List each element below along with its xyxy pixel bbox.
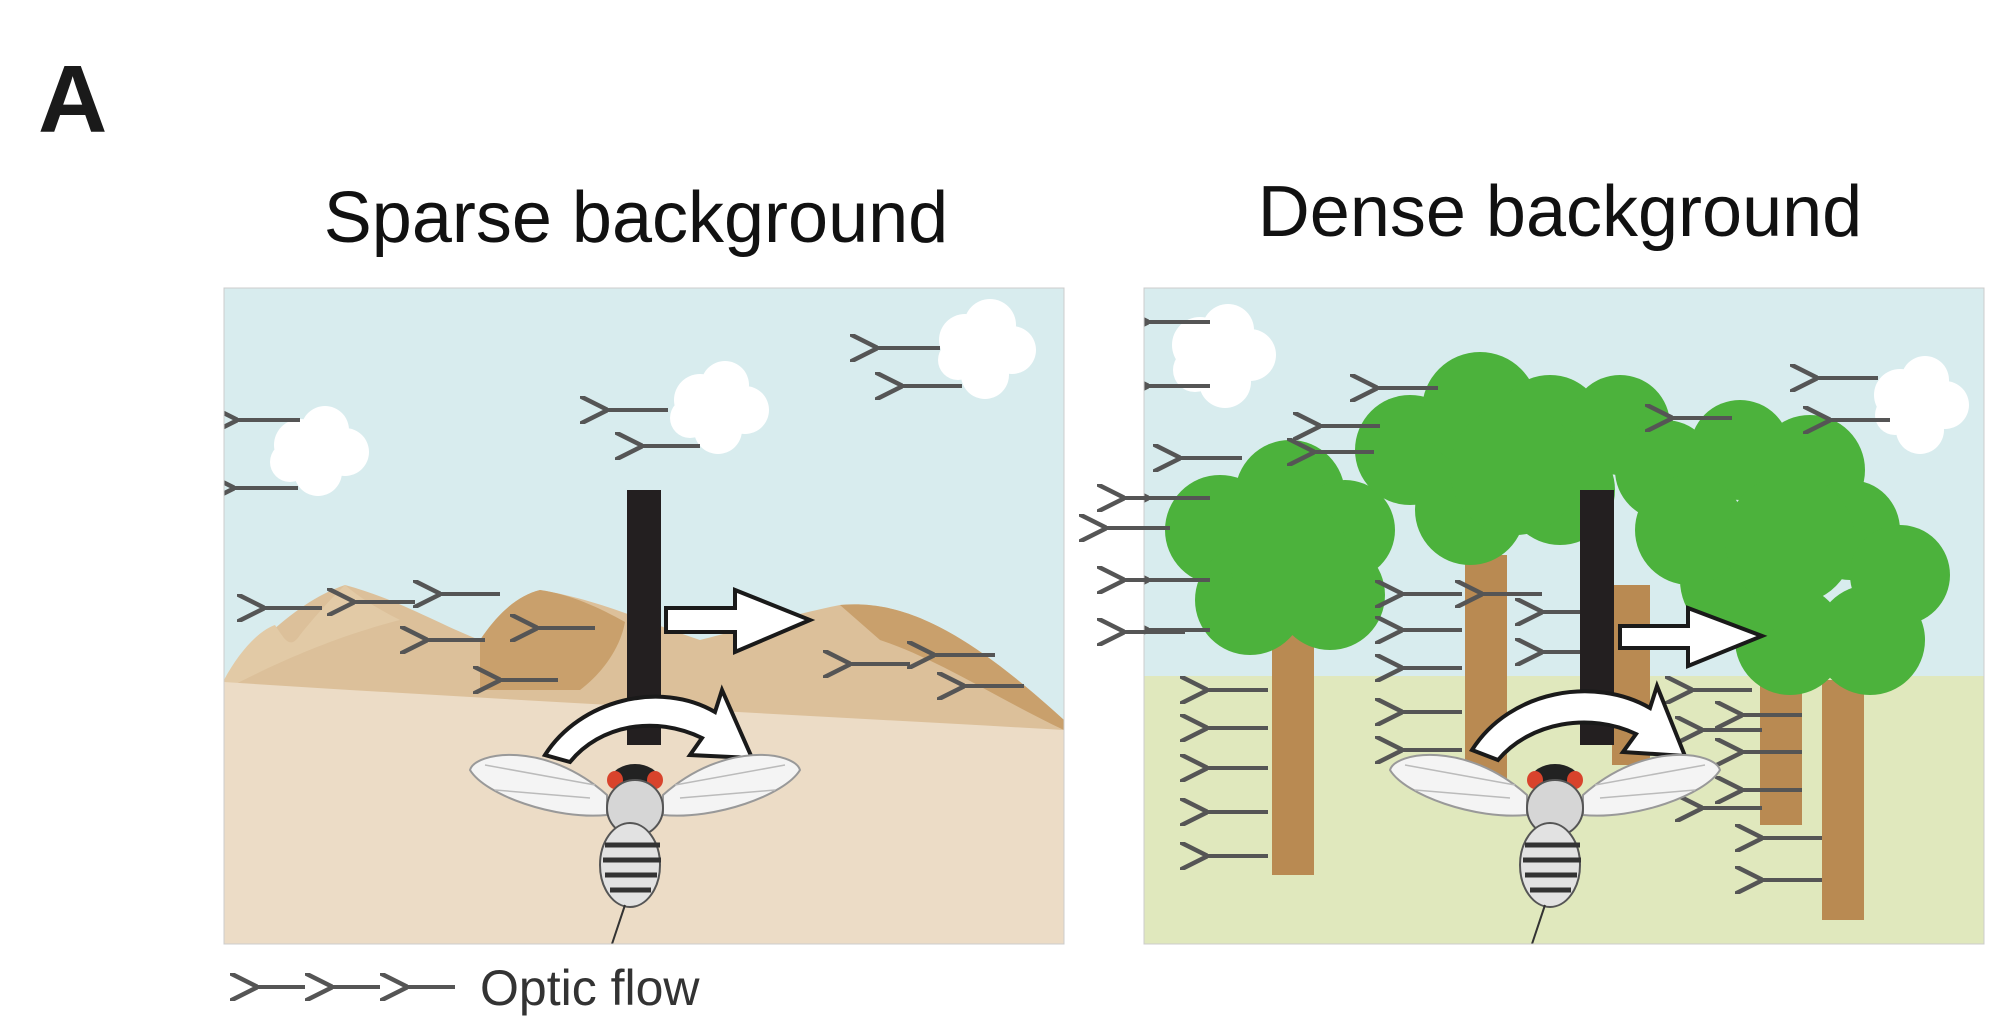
fly-right	[1388, 753, 1722, 944]
tree-trunks	[1272, 555, 1864, 920]
right-panel-title: Dense background	[1258, 172, 1862, 252]
legend: Optic flow	[255, 960, 700, 1016]
hill-shadow-2	[840, 604, 1064, 730]
dense-background-panel	[1104, 287, 1985, 945]
rotation-arrow-left	[541, 684, 756, 765]
left-panel-frame	[223, 287, 1065, 945]
cloud	[670, 361, 769, 454]
tree-trunk	[1822, 680, 1864, 920]
sparse-background-panel	[223, 287, 1065, 945]
translation-arrow-right	[1618, 605, 1768, 669]
right-panel-frame	[1143, 287, 1985, 945]
legend-label: Optic flow	[480, 960, 700, 1016]
clouds-right	[1172, 304, 1969, 454]
fly-left	[468, 753, 802, 944]
tree-canopy	[1615, 400, 1950, 695]
tree-trunk	[1272, 620, 1314, 875]
optic-flow-arrows-outside	[1104, 498, 1185, 632]
tree-canopy	[1165, 440, 1395, 655]
optic-flow-arrows-left	[232, 348, 1024, 686]
rotation-arrow-right	[1469, 680, 1689, 763]
panel-label: A	[38, 46, 107, 153]
hill-peak	[224, 585, 400, 690]
cloud	[270, 406, 369, 496]
translation-arrow-left	[664, 587, 816, 656]
left-panel-title: Sparse background	[324, 178, 948, 258]
clouds-left	[270, 299, 1036, 496]
optic-flow-arrows-right	[1146, 322, 1890, 880]
cloud	[1874, 356, 1969, 454]
cloud	[1172, 304, 1276, 408]
cloud	[938, 299, 1036, 399]
tree-canopies	[1165, 352, 1950, 695]
